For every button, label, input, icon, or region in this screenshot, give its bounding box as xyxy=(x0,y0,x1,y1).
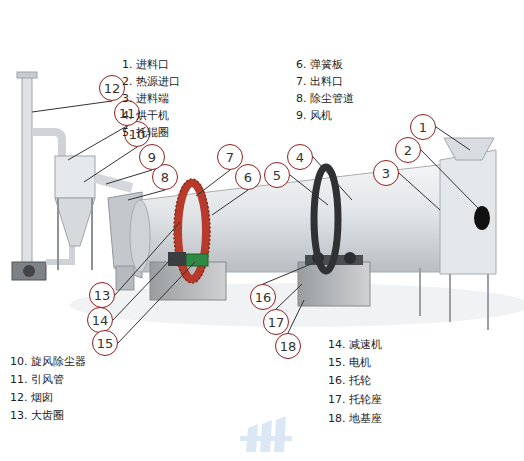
callout-number: 1 xyxy=(419,121,427,134)
part-name: 5. 托辊圈 xyxy=(122,126,169,139)
leader-lines xyxy=(32,101,478,343)
part-name: 10. 旋风除尘器 xyxy=(10,355,86,368)
part-name: 16. 托轮 xyxy=(328,374,371,387)
tyre xyxy=(314,167,338,271)
feed-end xyxy=(440,150,496,274)
callout-number: 9 xyxy=(148,151,156,164)
callout-circle: 7 xyxy=(217,144,243,170)
chimney-cap xyxy=(17,72,37,78)
part-name: 15. 电机 xyxy=(328,356,371,369)
callout-circle: 18 xyxy=(275,333,301,359)
callout-number: 3 xyxy=(382,167,390,180)
callout-circle: 16 xyxy=(250,284,276,310)
part-name: 7. 出料口 xyxy=(296,75,343,88)
callout-number: 13 xyxy=(94,289,111,302)
foundation xyxy=(298,262,370,306)
cyclone-body xyxy=(55,156,95,198)
part-name: 14. 减速机 xyxy=(328,338,382,351)
callout-number: 6 xyxy=(244,171,252,184)
part-name: 12. 烟囱 xyxy=(10,391,53,404)
heat-inlet xyxy=(474,206,490,230)
callout-circle: 14 xyxy=(87,307,113,333)
callout-number: 12 xyxy=(104,82,121,95)
part-name: 3. 进料端 xyxy=(122,92,169,105)
cyclone-cone xyxy=(55,198,95,246)
callout-number: 14 xyxy=(92,314,109,327)
fan xyxy=(12,262,46,280)
part-name: 2. 热源进口 xyxy=(122,75,180,88)
callout-circle: 5 xyxy=(264,162,290,188)
callout-circle: 2 xyxy=(395,137,421,163)
callout-number: 18 xyxy=(280,340,297,353)
callout-number: 4 xyxy=(296,151,304,164)
induced-duct xyxy=(32,132,62,158)
part-name: 1. 进料口 xyxy=(122,58,169,71)
callout-circle: 4 xyxy=(287,144,313,170)
callout-number: 15 xyxy=(97,337,114,350)
callout-circle: 3 xyxy=(373,160,399,186)
dust-duct xyxy=(95,178,132,188)
callout-number: 7 xyxy=(226,151,234,164)
part-name: 4. 烘干机 xyxy=(122,109,169,122)
callout-circle: 17 xyxy=(263,309,289,335)
callout-circle: 6 xyxy=(235,164,261,190)
callout-number: 5 xyxy=(273,169,281,182)
part-name: 13. 大齿圈 xyxy=(10,409,64,422)
chimney xyxy=(22,76,32,270)
motor xyxy=(186,254,208,266)
callout-circle: 15 xyxy=(92,330,118,356)
callout-number: 8 xyxy=(161,171,169,184)
part-name: 6. 弹簧板 xyxy=(296,58,343,71)
callout-number: 16 xyxy=(255,291,272,304)
callout-number: 2 xyxy=(404,144,412,157)
part-name: 18. 地基座 xyxy=(328,412,382,425)
drum xyxy=(140,163,455,272)
callout-circle: 9 xyxy=(139,144,165,170)
callout-circle: 13 xyxy=(89,282,115,308)
fan-hub xyxy=(23,265,35,277)
part-name: 17. 托轮座 xyxy=(328,393,382,406)
part-name: 11. 引风管 xyxy=(10,373,64,386)
part-name: 8. 除尘管道 xyxy=(296,92,354,105)
part-name: 9. 风机 xyxy=(296,109,332,122)
watermark-logo xyxy=(240,416,292,452)
ground-shadow xyxy=(70,283,524,327)
callout-circle: 12 xyxy=(99,75,125,101)
callout-number: 17 xyxy=(268,316,285,329)
callout-circle: 1 xyxy=(410,114,436,140)
